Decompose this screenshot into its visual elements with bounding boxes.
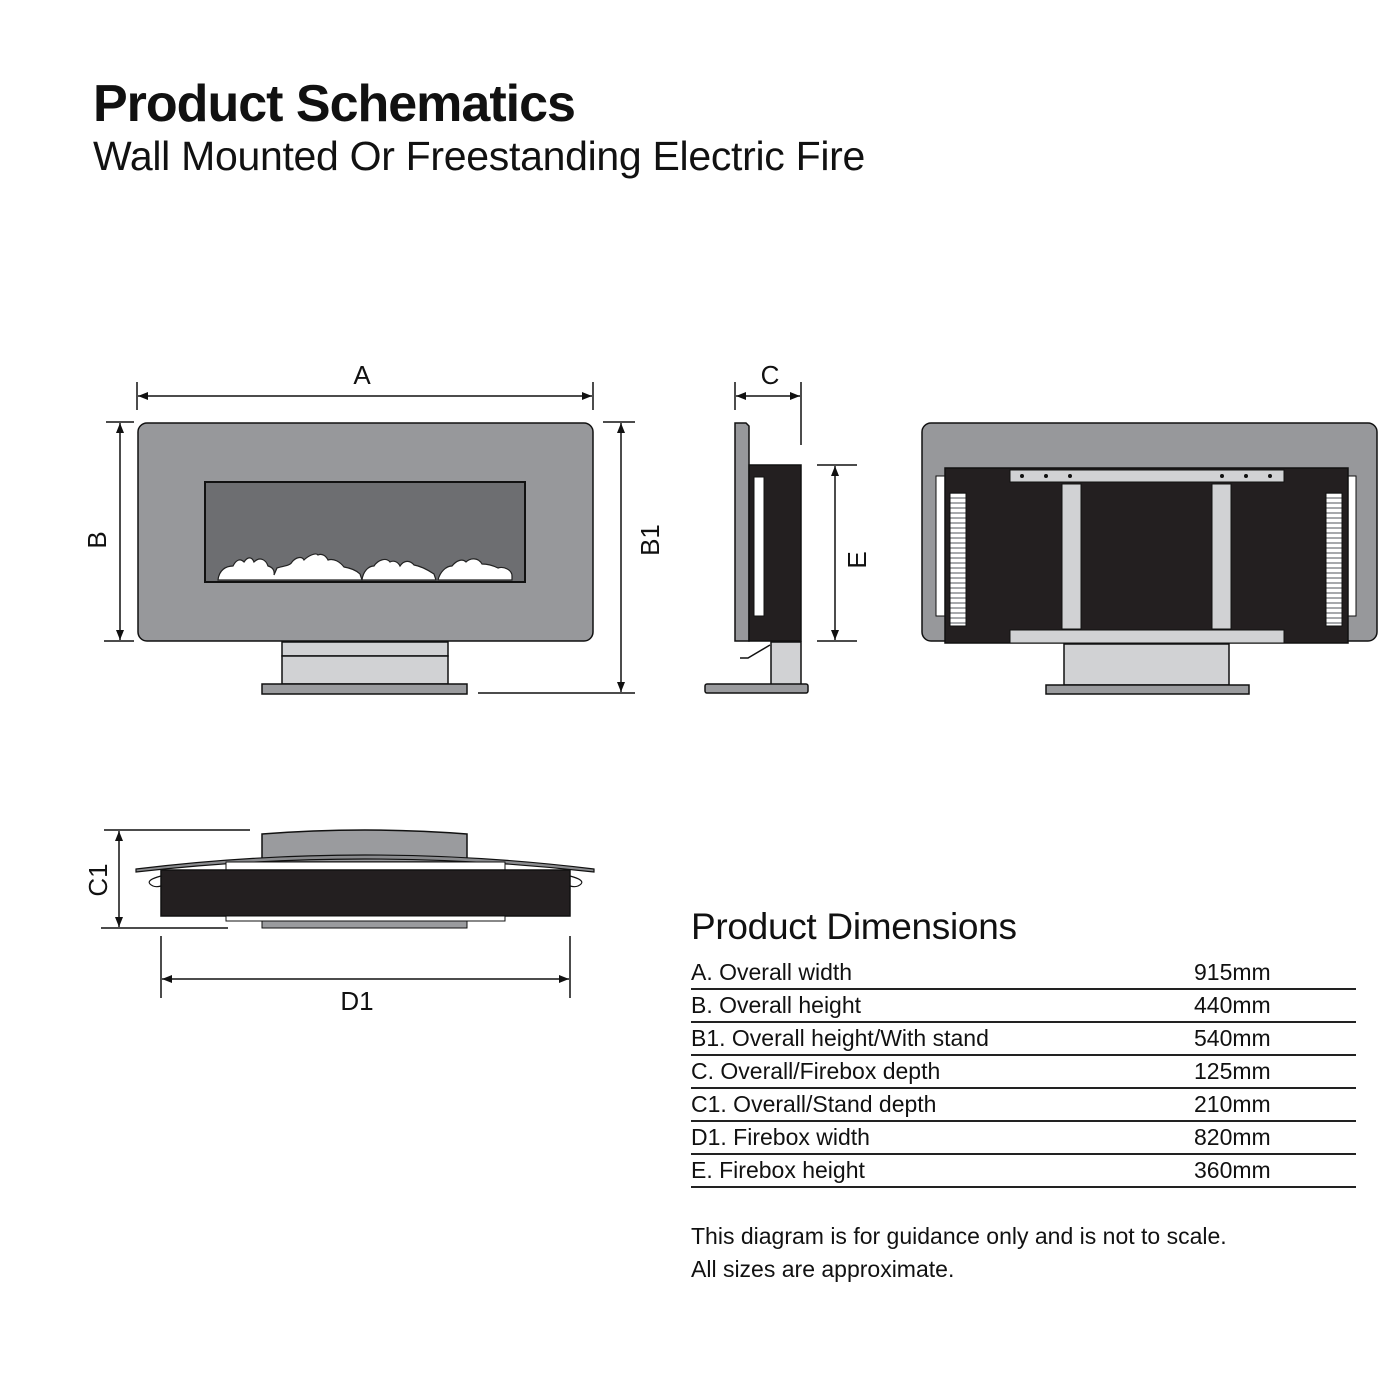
top-view: C1 D1 [83, 829, 595, 1016]
disclaimer-line-2: All sizes are approximate. [691, 1256, 955, 1282]
dimension-label: B1. Overall height/With stand [691, 1025, 989, 1051]
dimension-row: C1. Overall/Stand depth 210mm [691, 1091, 1356, 1122]
dimension-label: D1. Firebox width [691, 1124, 870, 1150]
disclaimer-line-1: This diagram is for guidance only and is… [691, 1223, 1227, 1249]
rear-view [921, 422, 1378, 695]
dim-label-b1: B1 [635, 524, 665, 556]
dimension-value: 360mm [1194, 1157, 1271, 1183]
front-view: A B B1 [82, 360, 665, 695]
dimension-label: C1. Overall/Stand depth [691, 1091, 937, 1117]
product-dimensions-table: Product Dimensions A. Overall width 915m… [691, 908, 1356, 1190]
dimension-value: 540mm [1194, 1025, 1271, 1051]
dim-label-e: E [842, 551, 872, 568]
dimension-label: C. Overall/Firebox depth [691, 1058, 941, 1084]
dimension-row: B1. Overall height/With stand 540mm [691, 1025, 1356, 1056]
flame-effect-icon [217, 553, 513, 581]
vent-grille-right [1325, 492, 1343, 627]
dim-label-a: A [353, 360, 371, 390]
dim-label-c: C [761, 360, 780, 390]
dim-label-c1: C1 [83, 863, 113, 896]
dimension-row: A. Overall width 915mm [691, 959, 1356, 990]
dimension-row: B. Overall height 440mm [691, 992, 1356, 1023]
dim-label-b: B [82, 531, 112, 548]
dimension-label: A. Overall width [691, 959, 853, 985]
dimension-row: E. Firebox height 360mm [691, 1157, 1356, 1188]
page-title: Product Schematics [93, 75, 576, 133]
dimension-value: 915mm [1194, 959, 1271, 985]
dimension-row: C. Overall/Firebox depth 125mm [691, 1058, 1356, 1089]
dimension-value: 125mm [1194, 1058, 1271, 1084]
disclaimer-notes: This diagram is for guidance only and is… [691, 1220, 1227, 1286]
dim-label-d1: D1 [340, 986, 373, 1016]
dimension-label: E. Firebox height [691, 1157, 865, 1183]
dimension-value: 440mm [1194, 992, 1271, 1018]
dimension-row: D1. Firebox width 820mm [691, 1124, 1356, 1155]
vent-grille-left [949, 492, 967, 627]
dimension-value: 210mm [1194, 1091, 1271, 1117]
dimension-label: B. Overall height [691, 992, 862, 1018]
dimensions-heading: Product Dimensions [691, 906, 1017, 947]
dimension-value: 820mm [1194, 1124, 1271, 1150]
side-view: C E [704, 360, 872, 694]
page-subtitle: Wall Mounted Or Freestanding Electric Fi… [93, 133, 865, 179]
